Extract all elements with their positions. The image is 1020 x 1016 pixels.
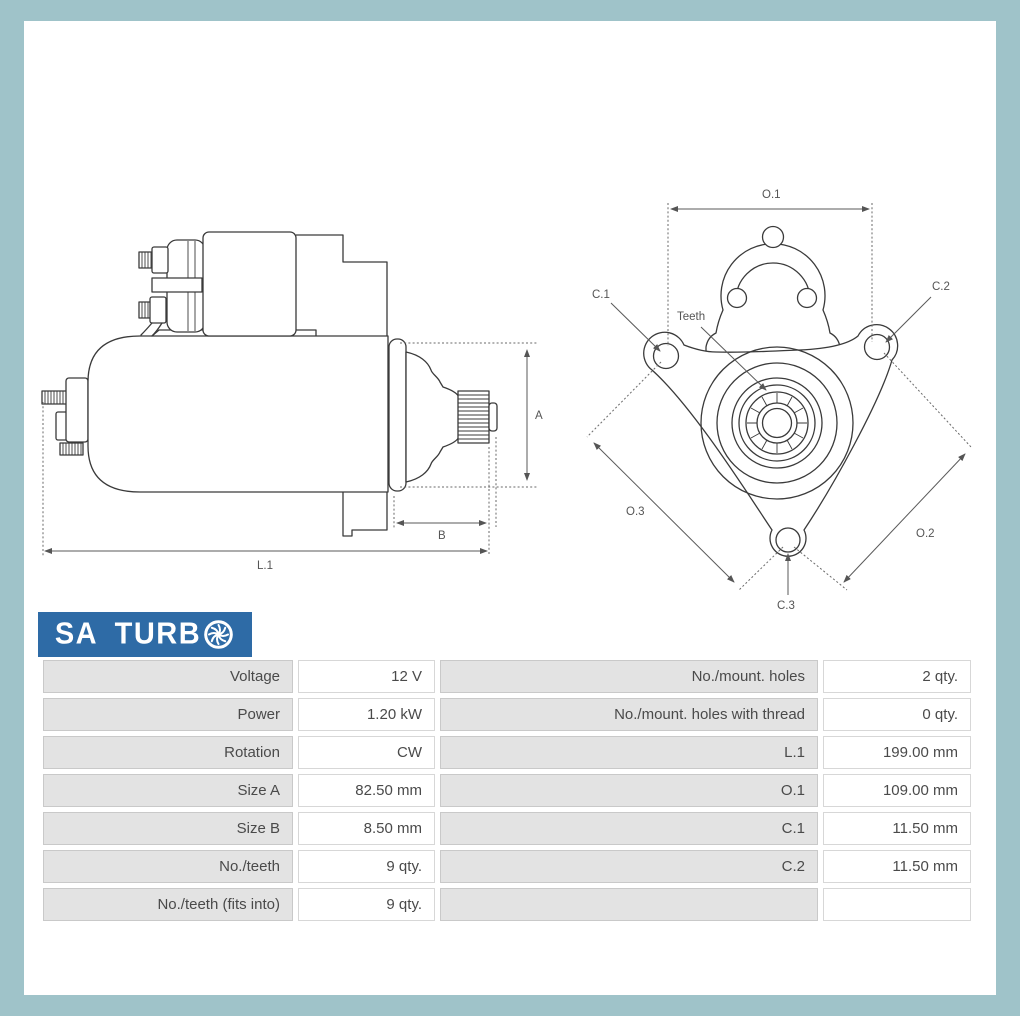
spec-value: 2 qty.	[823, 660, 971, 693]
mount-hole-bottom	[775, 527, 801, 553]
mount-hole-left	[652, 342, 680, 370]
spec-label	[440, 888, 818, 921]
pinion-gear	[457, 390, 490, 444]
rear-stud-short-threads	[62, 443, 82, 455]
center-boss-outer	[700, 346, 854, 500]
spec-label: No./teeth (fits into)	[43, 888, 293, 921]
turbo-wheel-icon	[204, 620, 233, 649]
mount-hole-right	[863, 333, 891, 361]
dim-label-c3: C.3	[777, 600, 795, 612]
leader-c1	[610, 302, 661, 352]
dim-a-ext-lines	[400, 342, 537, 488]
dim-o3-line	[593, 442, 735, 583]
bell-right-boss-hole	[796, 287, 818, 309]
bell-side-left	[705, 309, 724, 353]
leader-c2	[885, 296, 932, 343]
table-row: Rotation CW L.1 199.00 mm	[43, 736, 971, 769]
flange-front-view: O.1 C.1 C.2 Teeth O.3 O.2 C.3	[586, 189, 972, 612]
spec-value: 11.50 mm	[823, 850, 971, 883]
dim-b-ext-lines	[393, 437, 497, 556]
rear-stud-long	[41, 390, 69, 405]
drive-flange	[388, 338, 407, 492]
dim-label-teeth: Teeth	[677, 311, 705, 323]
table-row: Size B 8.50 mm C.1 11.50 mm	[43, 812, 971, 845]
center-bearing-outer	[731, 377, 823, 469]
spec-value: 9 qty.	[298, 888, 435, 921]
gear-teeth	[747, 393, 807, 453]
spec-value: 12 V	[298, 660, 435, 693]
table-row: Voltage 12 V No./mount. holes 2 qty.	[43, 660, 971, 693]
spec-label: Size A	[43, 774, 293, 807]
table-row: No./teeth 9 qty. C.2 11.50 mm	[43, 850, 971, 883]
dim-o2-line	[843, 453, 966, 583]
terminal-stud-upper-threads	[141, 252, 152, 268]
pinion-splines	[458, 394, 489, 440]
spec-value: 0 qty.	[823, 698, 971, 731]
dim-label-a: A	[535, 410, 543, 422]
dim-label-l1: L.1	[257, 560, 273, 572]
spec-value: CW	[298, 736, 435, 769]
spec-value: 109.00 mm	[823, 774, 971, 807]
spec-label: No./mount. holes with thread	[440, 698, 818, 731]
spec-label: No./teeth	[43, 850, 293, 883]
bell-side-right	[822, 309, 841, 353]
spec-value: 8.50 mm	[298, 812, 435, 845]
dim-label-o3: O.3	[626, 506, 645, 518]
spec-value	[823, 888, 971, 921]
dim-o1-ext-lines	[667, 203, 873, 346]
dim-label-c1: C.1	[592, 289, 610, 301]
dim-o2-ext-lines	[793, 352, 972, 591]
center-boss-step	[716, 362, 838, 484]
terminal-nut-lower	[149, 296, 167, 324]
table-row: No./teeth (fits into) 9 qty.	[43, 888, 971, 921]
table-row: Power 1.20 kW No./mount. holes with thre…	[43, 698, 971, 731]
dim-label-o2: O.2	[916, 528, 935, 540]
spec-label: O.1	[440, 774, 818, 807]
spec-label: C.1	[440, 812, 818, 845]
bell-left-boss-hole	[726, 287, 748, 309]
spec-value: 9 qty.	[298, 850, 435, 883]
starter-side-view: A B L.1	[41, 231, 543, 572]
spec-value: 199.00 mm	[823, 736, 971, 769]
shaft-hole	[761, 407, 793, 439]
center-bearing-inner	[738, 384, 816, 462]
brand-logo: SA TURB	[38, 612, 252, 657]
spec-table: Voltage 12 V No./mount. holes 2 qty. Pow…	[38, 655, 976, 926]
spec-value: 82.50 mm	[298, 774, 435, 807]
drive-housing	[405, 351, 460, 483]
gear-bore	[756, 402, 798, 444]
spec-label: No./mount. holes	[440, 660, 818, 693]
spec-value: 11.50 mm	[823, 812, 971, 845]
terminal-stud-lower-threads	[141, 302, 149, 318]
terminal-tab	[151, 277, 203, 293]
dim-label-c2: C.2	[932, 281, 950, 293]
table-row: Size A 82.50 mm O.1 109.00 mm	[43, 774, 971, 807]
spec-label: Rotation	[43, 736, 293, 769]
pinion-end-cap	[488, 402, 498, 432]
gear-ring	[745, 391, 809, 455]
spec-label: Power	[43, 698, 293, 731]
spec-label: Voltage	[43, 660, 293, 693]
spec-value: 1.20 kW	[298, 698, 435, 731]
brand-logo-text: SA TURB	[54, 617, 202, 651]
bell-inner-arc	[735, 262, 811, 301]
terminal-wire	[140, 322, 163, 337]
bell-top-boss-hole	[761, 225, 785, 249]
solenoid-body	[202, 231, 297, 337]
dim-label-o1: O.1	[762, 189, 781, 201]
rear-stud-long-threads	[44, 391, 67, 404]
flange-outline	[643, 324, 899, 557]
spec-label: Size B	[43, 812, 293, 845]
dim-o3-ext-lines	[586, 361, 784, 591]
leader-teeth	[700, 326, 767, 391]
motor-housing	[87, 335, 389, 493]
spec-label: L.1	[440, 736, 818, 769]
dim-label-b: B	[438, 530, 446, 542]
rear-plate	[65, 377, 89, 443]
terminal-nut-upper	[151, 246, 169, 274]
spec-label: C.2	[440, 850, 818, 883]
